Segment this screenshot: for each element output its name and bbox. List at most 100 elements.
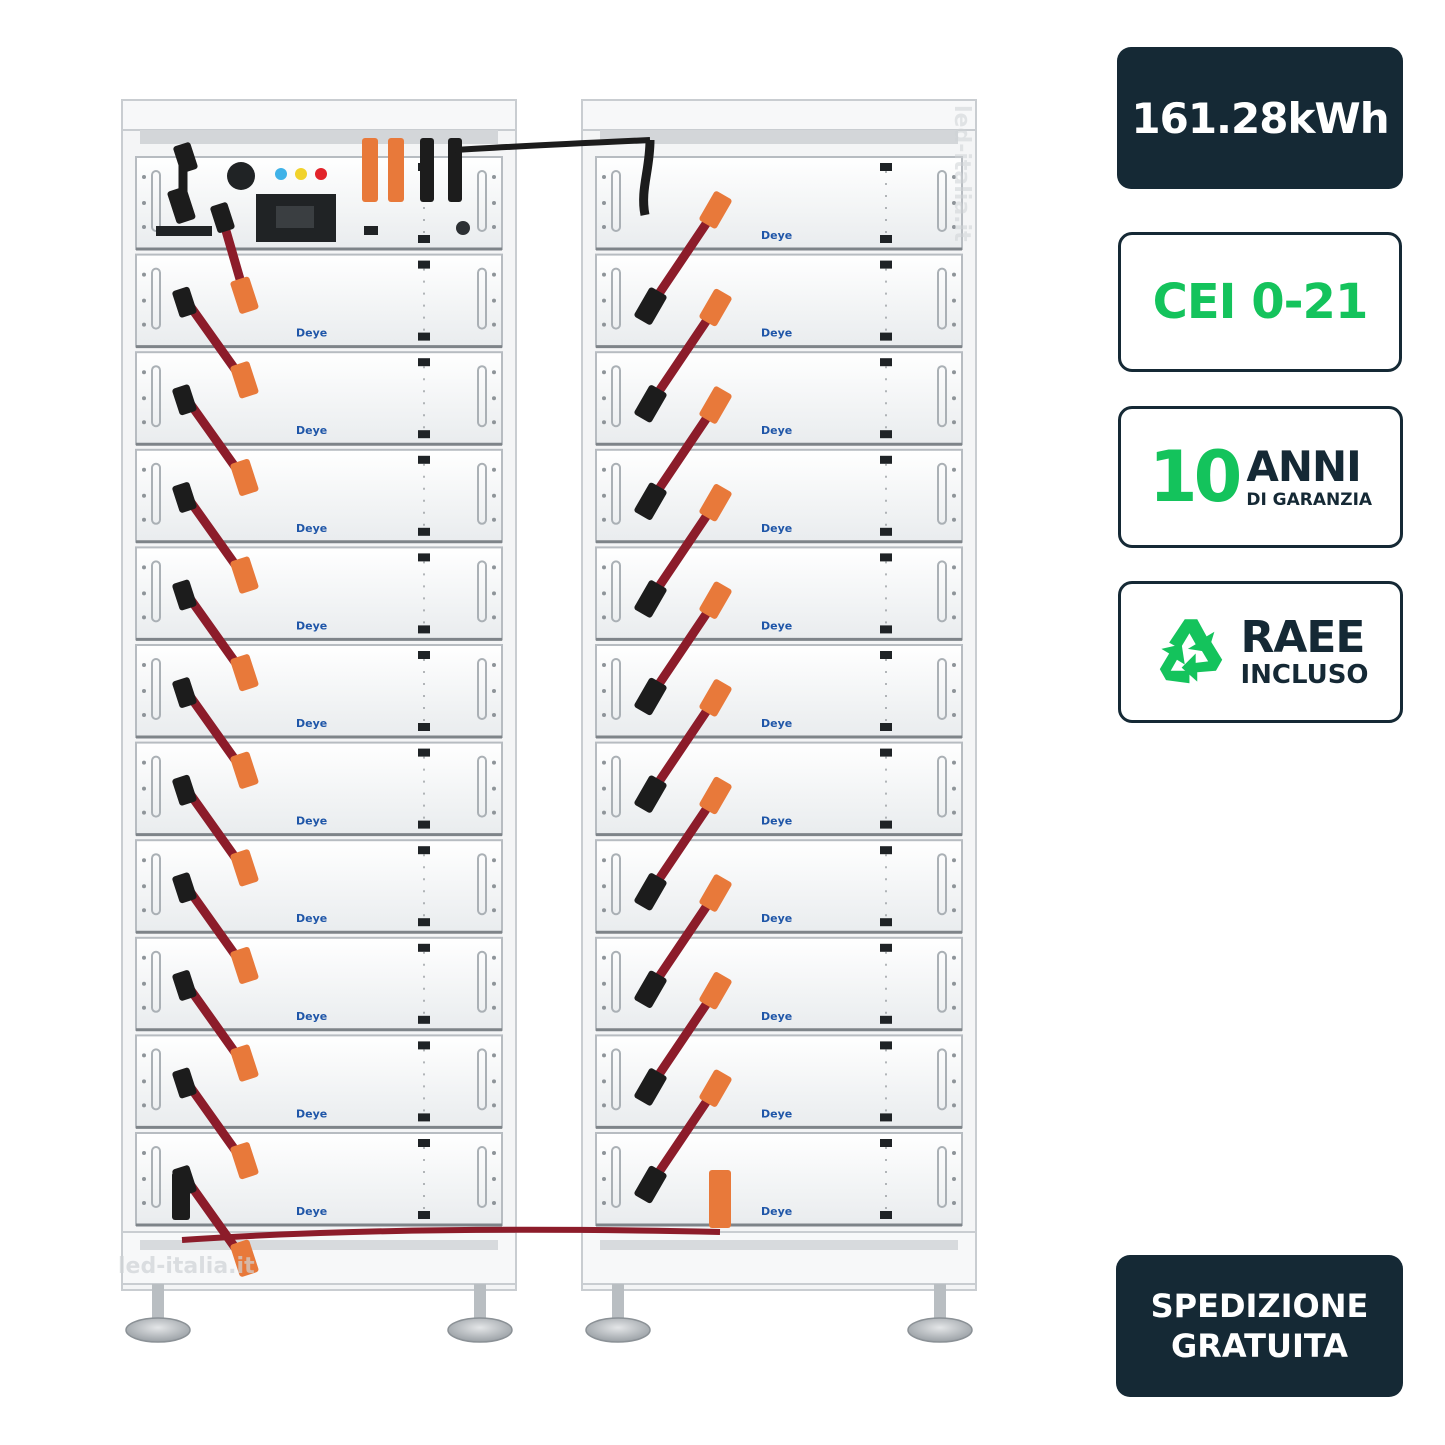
module-screw: [952, 1201, 956, 1205]
brand-label: Deye: [296, 327, 327, 340]
battery-module: [135, 644, 503, 738]
connector-orange: [699, 972, 732, 1010]
connector-orange: [699, 288, 732, 327]
certification-text: CEI 0-21: [1152, 274, 1369, 330]
module-screw: [602, 467, 606, 472]
module-screw: [602, 858, 606, 863]
reset-button: [456, 221, 470, 235]
connector-orange: [699, 1069, 732, 1107]
comm-port: [418, 651, 430, 659]
power-cable: [645, 1082, 721, 1190]
comm-port: [880, 918, 892, 927]
battery-module: [135, 1034, 503, 1129]
module-screw: [952, 1005, 956, 1010]
module-screw: [492, 322, 496, 327]
module-screw: [602, 370, 606, 375]
certification-badge: CEI 0-21: [1118, 232, 1402, 372]
module-screw: [492, 565, 496, 570]
rack-top-shadow: [140, 130, 498, 144]
connector-orange: [699, 484, 732, 522]
module-screw: [602, 1079, 606, 1084]
shipping-line-2: GRATUITA: [1170, 1327, 1348, 1365]
module-screw: [142, 786, 146, 791]
power-cable: [645, 887, 721, 995]
module-handle-left: [151, 462, 161, 525]
watermark-text: led-italia.it: [118, 1254, 255, 1279]
module-screw: [602, 689, 606, 693]
module-screw: [952, 201, 956, 205]
module-screw: [492, 467, 496, 472]
module-screw: [952, 908, 956, 913]
connector-black: [634, 873, 667, 911]
connector-black: [172, 970, 197, 1001]
connector-black: [172, 579, 197, 611]
module-screw: [602, 591, 606, 596]
comm-port: [880, 943, 892, 952]
brand-label: Deye: [761, 424, 792, 437]
module-screw: [602, 1151, 606, 1155]
module-screw: [492, 689, 496, 693]
module-handle-right: [477, 755, 487, 818]
module-screw: [952, 322, 956, 327]
brand-label: Deye: [761, 229, 792, 242]
comm-port: [418, 332, 430, 341]
comm-port: [418, 235, 430, 243]
recycling-sub: INCLUSO: [1240, 660, 1369, 690]
shipping-line-1: SPEDIZIONE: [1150, 1287, 1369, 1325]
comm-port: [880, 235, 892, 243]
capacity-text: 161.28kWh: [1131, 93, 1389, 143]
connector-black: [172, 286, 197, 318]
breaker-lever: [276, 206, 314, 228]
module-handle-left: [611, 1048, 621, 1111]
connector-black: [420, 138, 434, 202]
module-handle-right: [937, 267, 947, 330]
module-screw: [142, 467, 146, 472]
brand-label: Deye: [761, 1107, 792, 1120]
brand-label: Deye: [761, 1205, 792, 1218]
comm-port: [880, 748, 892, 757]
module-screw: [602, 225, 606, 229]
connector-orange: [167, 186, 196, 224]
comm-port: [880, 846, 892, 855]
rack-top-bar: [121, 99, 517, 131]
battery-module: [135, 253, 503, 348]
module-screw: [602, 517, 606, 522]
power-cable: [645, 204, 721, 312]
brand-label: Deye: [296, 1107, 327, 1120]
module-screw: [492, 201, 496, 205]
connector-orange: [230, 654, 259, 692]
connector-black: [634, 482, 667, 520]
rack-base: [581, 1231, 977, 1285]
module-screw: [602, 1103, 606, 1108]
comm-port: [418, 455, 430, 464]
module-screw: [952, 272, 956, 277]
brand-label: Deye: [296, 815, 327, 828]
module-screw: [952, 565, 956, 570]
comm-port: [880, 527, 892, 536]
power-cable: [645, 985, 721, 1093]
recycling-label: RAEE INCLUSO: [1240, 616, 1369, 690]
module-screw: [142, 689, 146, 693]
module-handle-right: [937, 462, 947, 525]
module-screw: [952, 713, 956, 717]
brand-label: Deye: [296, 717, 327, 730]
connector-orange: [362, 138, 378, 202]
comm-port: [880, 1113, 892, 1122]
module-screw: [602, 1005, 606, 1010]
module-screw: [952, 1151, 956, 1155]
module-screw: [492, 1177, 496, 1181]
left-rack-cables: [167, 138, 462, 1277]
module-screw: [492, 493, 496, 498]
rack-top-bar: [581, 99, 977, 131]
power-cable: [645, 302, 721, 410]
battery-module: [135, 448, 503, 543]
module-screw: [602, 760, 606, 765]
brand-label: Deye: [296, 1010, 327, 1023]
control-panel-details: [156, 162, 470, 242]
power-cable: [645, 790, 721, 898]
comm-port: [418, 358, 430, 367]
module-screw: [602, 908, 606, 913]
module-screw: [142, 981, 146, 986]
status-led-red: [315, 168, 327, 180]
